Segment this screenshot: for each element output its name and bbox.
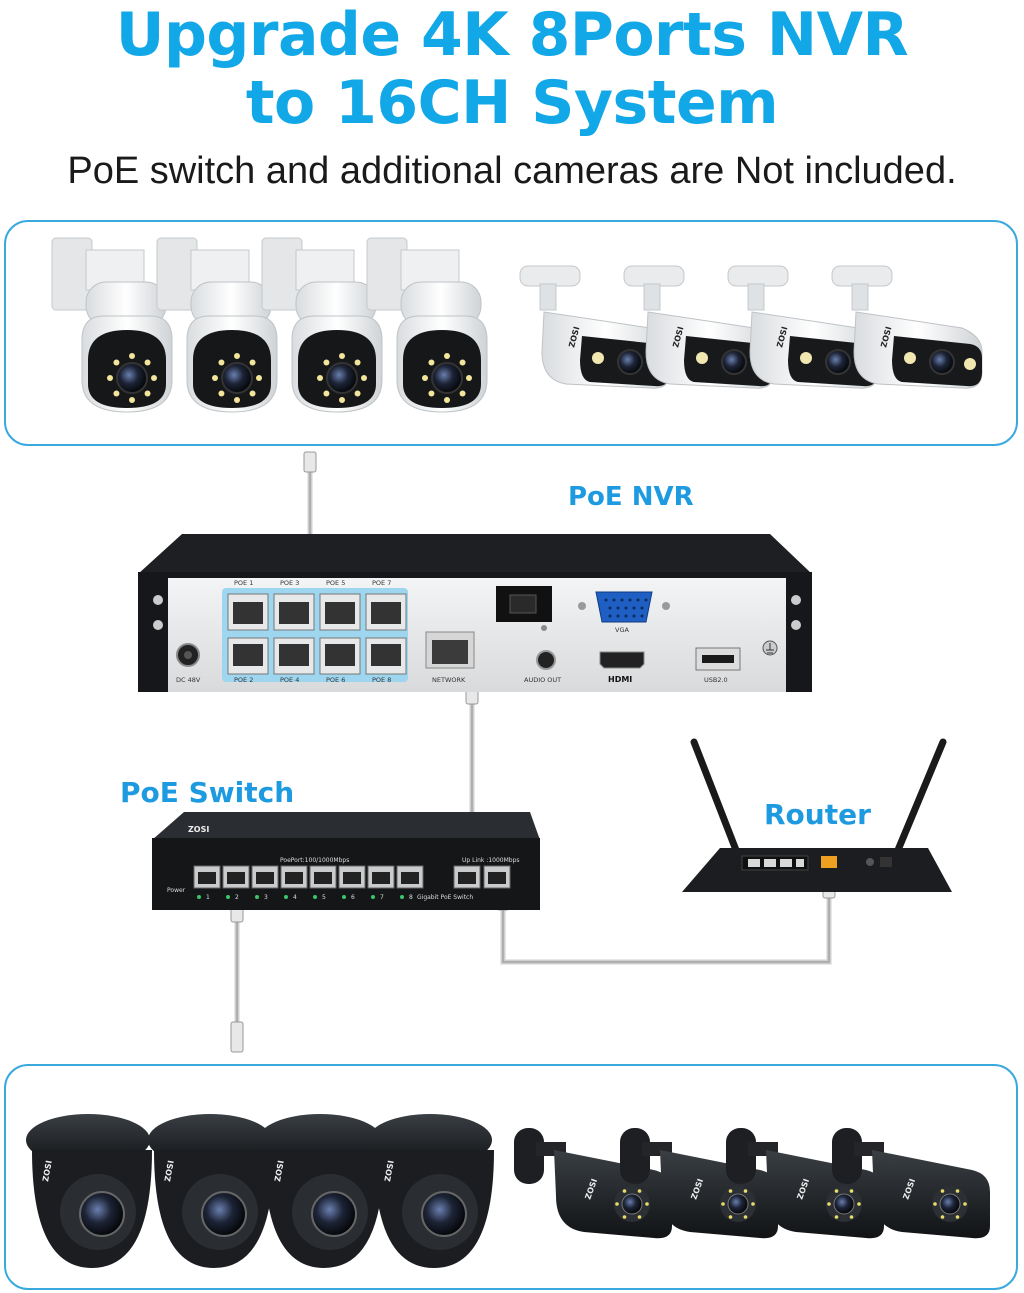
black-bullet-camera: ZOSI: [832, 1128, 990, 1239]
switch-port-number: 7: [380, 894, 384, 901]
network-label: NETWORK: [432, 676, 466, 684]
cable-switch-to-router: [500, 890, 832, 965]
white-bullet-camera: ZOSI: [519, 265, 671, 389]
page-subtitle: PoE switch and additional cameras are No…: [67, 150, 957, 192]
switch-uplink-port: [453, 865, 481, 889]
switch-poe-port: [280, 865, 308, 899]
switch-name-label: Gigabit PoE Switch: [417, 894, 473, 901]
poe-port-top-label: POE 3: [280, 579, 299, 587]
switch-poe-port: [193, 865, 221, 899]
nvr-poe-port: [273, 637, 315, 675]
dome-camera: ZOSI: [258, 1114, 384, 1268]
dome-camera: ZOSI: [148, 1114, 274, 1268]
cables-inner: [236, 470, 830, 1030]
white-bullet-camera: ZOSI: [831, 265, 983, 389]
nvr-label: PoE NVR: [568, 482, 694, 512]
ptz-camera: ZOSI: [261, 237, 383, 413]
switch-port-number: 2: [235, 894, 239, 901]
audio-label: AUDIO OUT: [524, 676, 561, 684]
dome-camera: ZOSI: [26, 1114, 152, 1268]
page-title-line-1: Upgrade 4K 8Ports NVR: [115, 0, 909, 70]
page-title-line-2: to 16CH System: [245, 68, 779, 138]
switch-poe-port: [251, 865, 279, 899]
switch-poe-port: [222, 865, 250, 899]
poe-port-bottom-label: POE 4: [280, 676, 299, 684]
nvr-poe-port: [273, 593, 315, 631]
nvr-poe-port: [365, 593, 407, 631]
svg-text:ZOSI: ZOSI: [273, 1160, 286, 1183]
switch-port-number: 3: [264, 894, 268, 901]
usb-label: USB2.0: [704, 676, 728, 684]
audio-out-jack: [536, 650, 556, 670]
svg-text:ZOSI: ZOSI: [163, 1160, 176, 1183]
black-bullet-camera: ZOSI: [514, 1128, 672, 1239]
switch-port-number: 4: [293, 894, 297, 901]
dc-label: DC 48V: [176, 676, 201, 684]
poe-port-top-label: POE 5: [326, 579, 345, 587]
poe-switch-device: ZOSI PoePort:100/1000Mbps Up Link :1000M…: [152, 812, 540, 910]
switch-brand: ZOSI: [188, 825, 209, 834]
switch-port-number: 5: [322, 894, 326, 901]
nvr-poe-port: [227, 637, 269, 675]
ptz-camera: ZOSI: [156, 237, 278, 413]
hdmi-label: HDMI: [608, 675, 632, 684]
switch-power-label: Power: [167, 887, 186, 894]
vga-label: VGA: [615, 626, 629, 634]
nvr-poe-port: [227, 593, 269, 631]
switch-port-number: 8: [409, 894, 413, 901]
ptz-camera: ZOSI: [366, 237, 488, 413]
nvr-poe-port: [319, 637, 361, 675]
switch-uplink-port: [483, 865, 511, 889]
poe-port-top-label: POE 7: [372, 579, 391, 587]
dome-camera-group: ZOSI ZOSI ZOSI ZOSI: [26, 1114, 494, 1268]
switch-poe-port: [367, 865, 395, 899]
switch-uplink-label: Up Link :1000Mbps: [462, 857, 520, 864]
switch-poe-port: [338, 865, 366, 899]
hdmi-port: [599, 651, 645, 669]
switch-port-number: 1: [206, 894, 210, 901]
ptz-camera: ZOSI: [51, 237, 173, 413]
dome-camera: ZOSI: [368, 1114, 494, 1268]
vga-port: [595, 591, 653, 623]
poe-port-top-label: POE 1: [234, 579, 253, 587]
nvr-poe-port: [319, 593, 361, 631]
poe-port-bottom-label: POE 6: [326, 676, 345, 684]
router-label: Router: [764, 798, 871, 831]
switch-poe-port: [309, 865, 337, 899]
poe-port-bottom-label: POE 2: [234, 676, 253, 684]
svg-text:ZOSI: ZOSI: [383, 1160, 396, 1183]
router-device: [682, 738, 952, 892]
svg-text:ZOSI: ZOSI: [41, 1160, 54, 1183]
switch-poe-port: [396, 865, 424, 899]
switch-port-number: 6: [351, 894, 355, 901]
switch-poe-port-label: PoePort:100/1000Mbps: [280, 857, 349, 864]
nvr-device: POE 1 POE 2 POE 3 POE 4 POE 5 POE 6 POE 7 POE 8…: [138, 534, 812, 692]
poe-switch-label: PoE Switch: [120, 776, 295, 809]
poe-port-bottom-label: POE 8: [372, 676, 391, 684]
nvr-poe-port: [365, 637, 407, 675]
